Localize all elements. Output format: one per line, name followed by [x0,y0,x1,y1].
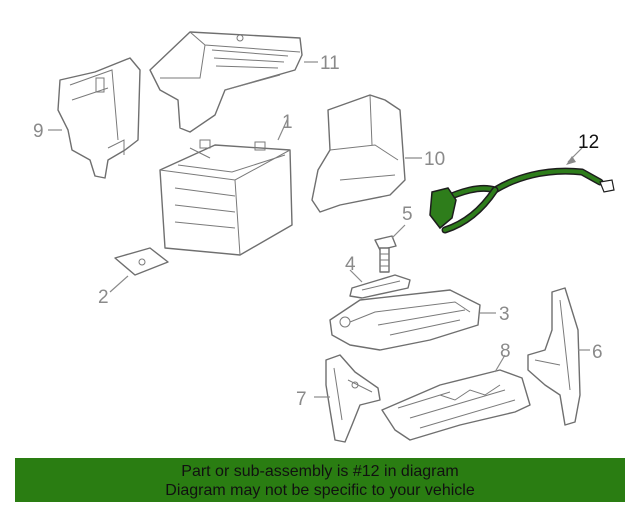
callout-7: 7 [296,389,307,410]
callout-6: 6 [592,342,603,363]
callout-1: 1 [282,112,293,133]
callout-4: 4 [345,254,356,275]
part-9-side-bracket [57,57,141,179]
callout-10: 10 [424,149,445,170]
part-7-mounting-bracket [325,354,381,443]
callout-3: 3 [499,304,510,325]
part-8-lower-plate [381,369,531,441]
callout-9: 9 [33,121,44,142]
part-4-hold-down-clamp [349,274,411,299]
callout-5: 5 [402,204,413,225]
info-banner: Part or sub-assembly is #12 in diagram D… [15,458,625,502]
part-2-pad [114,247,169,276]
part-11-battery-cover [149,31,303,133]
callout-12: 12 [578,132,599,153]
part-12-battery-cable [429,167,615,234]
part-1-battery [159,139,293,256]
exploded-parts-diagram: 11 9 1 2 [33,31,615,443]
callout-11: 11 [320,53,340,74]
part-5-bolt [374,235,397,273]
banner-line-2: Diagram may not be specific to your vehi… [165,482,475,499]
callout-2: 2 [98,287,109,308]
banner-line-1: Part or sub-assembly is #12 in diagram [181,463,459,480]
part-6-support-bracket [527,287,581,426]
callout-8: 8 [500,341,511,362]
part-3-battery-tray [329,289,481,351]
part-10-battery-housing [311,94,406,213]
